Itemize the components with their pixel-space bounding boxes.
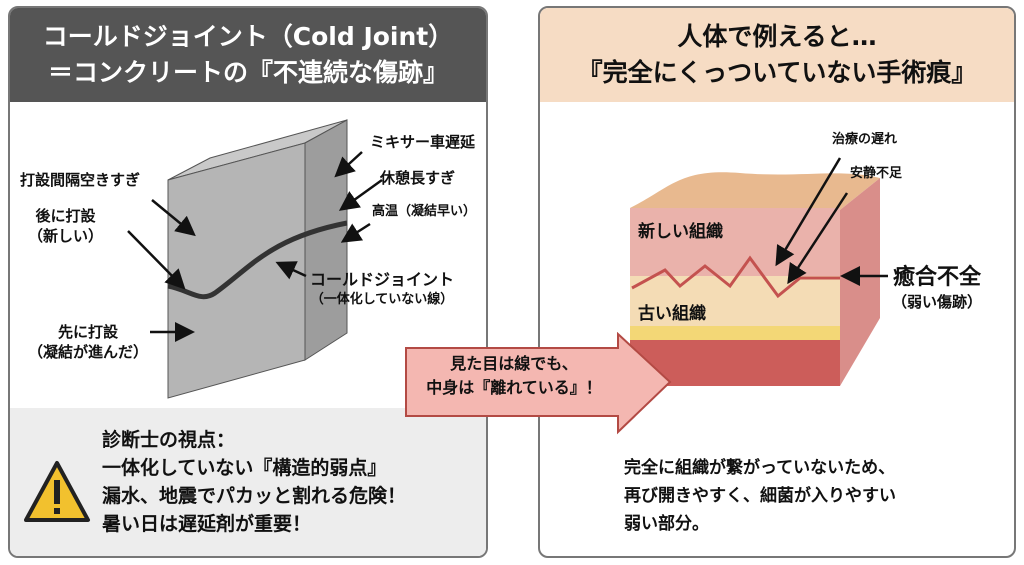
label-earlier-pour: 先に打設 （凝結が進んだ） xyxy=(28,322,148,362)
title-line: 『完全にくっついていない手術痕』 xyxy=(577,58,977,87)
label-long-break: 休憩長すぎ xyxy=(380,169,456,187)
title-line: コールドジョイント（Cold Joint） xyxy=(42,22,454,51)
label-mixer-delay: ミキサー車遅延 xyxy=(370,133,476,151)
label-healing-failure: 癒合不全 （弱い傷跡） xyxy=(892,264,982,312)
note-line: 一体化していない『構造的弱点』 xyxy=(102,457,387,479)
label-old-tissue: 古い組織 xyxy=(638,304,706,324)
human-analogy-panel: 人体で例えると… 『完全にくっついていない手術痕』 治療の遅れ 安静不足 新しい… xyxy=(538,6,1016,558)
concrete-block-illustration xyxy=(127,119,383,399)
callout-text: 見た目は線でも、 中身は『離れている』！ xyxy=(414,352,614,400)
title-line: 人体で例えると… xyxy=(677,22,877,51)
text: （弱い傷跡） xyxy=(892,293,983,311)
callout-line: 中身は『離れている』！ xyxy=(426,378,602,397)
note-line: 漏水、地震でパカッと割れる危険！ xyxy=(102,485,407,507)
label-cold-joint: コールドジョイント （一体化していない線） xyxy=(310,270,454,310)
note-line: 暑い日は遅延剤が重要！ xyxy=(102,513,312,535)
text: （凝結が進んだ） xyxy=(28,343,149,361)
tissue-illustration xyxy=(630,157,888,386)
label-new-tissue: 新しい組織 xyxy=(638,222,723,242)
label-high-temp: 高温（凝結早い） xyxy=(372,204,477,219)
note-line: 診断士の視点： xyxy=(102,429,236,451)
text: コールドジョイント xyxy=(310,270,455,289)
callout-arrow: 見た目は線でも、 中身は『離れている』！ xyxy=(404,332,674,436)
concrete-panel: コールドジョイント（Cold Joint） ＝コンクリートの『不連続な傷跡』 打… xyxy=(8,6,488,558)
arrow-shape xyxy=(405,332,672,435)
text: 癒合不全 xyxy=(893,265,982,290)
title-line: ＝コンクリートの『不連続な傷跡』 xyxy=(47,58,448,87)
label-lack-of-rest: 安静不足 xyxy=(850,166,903,181)
text: 先に打設 xyxy=(58,323,119,341)
diagnostic-note: 診断士の視点： 一体化していない『構造的弱点』 漏水、地震でパカッと割れる危険！… xyxy=(10,408,486,556)
text: 後に打設 xyxy=(35,207,96,225)
analogy-note: 完全に組織が繋がっていないため、 再び開きやすく、細菌が入りやすい 弱い部分。 xyxy=(624,454,896,538)
note-line: 完全に組織が繋がっていないため、 xyxy=(624,458,896,478)
text: （一体化していない線） xyxy=(310,292,454,307)
callout-line: 見た目は線でも、 xyxy=(450,354,578,373)
warning-icon xyxy=(24,461,90,522)
label-later-pour: 後に打設 （新しい） xyxy=(28,206,103,246)
note-line: 弱い部分。 xyxy=(624,514,709,534)
note-line: 再び開きやすく、細菌が入りやすい xyxy=(624,486,896,506)
label-interval: 打設間隔空きすぎ xyxy=(20,171,141,189)
concrete-title: コールドジョイント（Cold Joint） ＝コンクリートの『不連続な傷跡』 xyxy=(10,8,486,102)
text: （新しい） xyxy=(28,227,104,245)
label-treatment-delay: 治療の遅れ xyxy=(832,132,898,147)
analogy-title: 人体で例えると… 『完全にくっついていない手術痕』 xyxy=(540,8,1014,102)
